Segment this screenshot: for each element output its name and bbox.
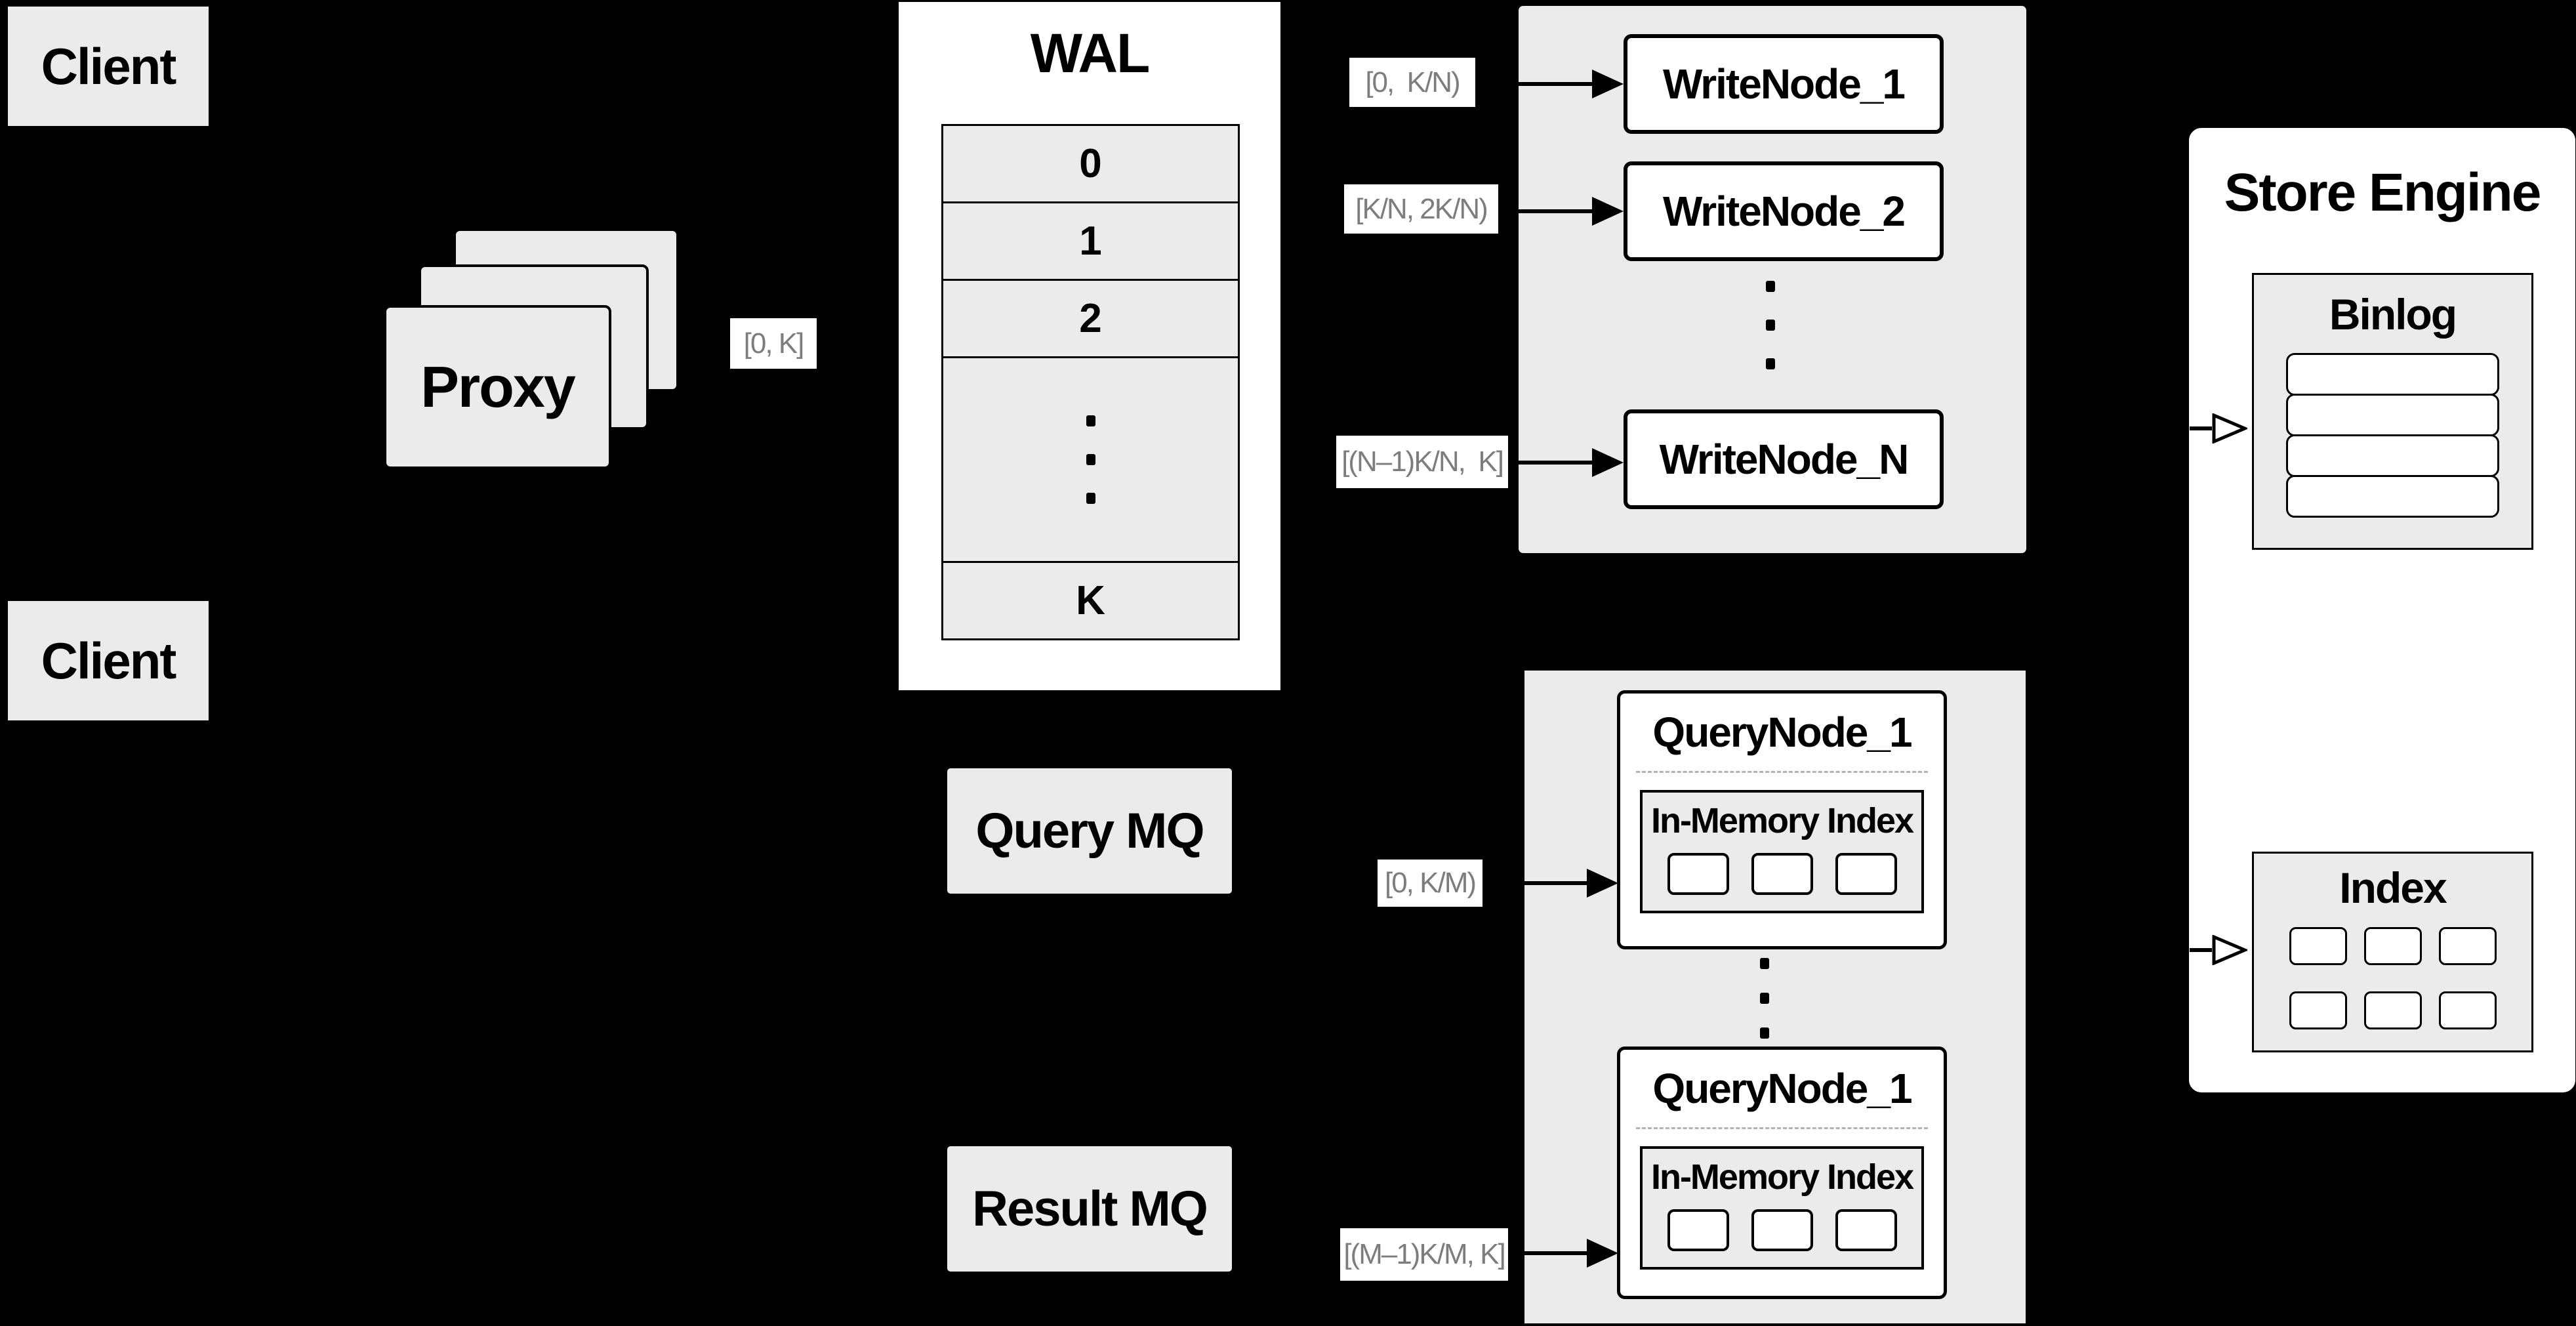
ellipsis-dots (1086, 415, 1095, 504)
binlog-title: Binlog (2329, 290, 2457, 339)
query-node-title: QueryNode_1 (1652, 709, 1912, 756)
arrow-to-query-node-m (1524, 1239, 1618, 1268)
binlog-row (2286, 475, 2499, 518)
in-memory-index-box: In-Memory Index (1640, 1146, 1924, 1270)
binlog-rows (2286, 353, 2499, 518)
index-cell (2438, 991, 2497, 1029)
query-node-1: QueryNode_1 In-Memory Index (1617, 690, 1947, 949)
in-memory-index-title: In-Memory Index (1650, 801, 1914, 840)
binlog-row (2286, 434, 2499, 477)
segment-cell (1751, 853, 1813, 895)
binlog-row (2286, 353, 2499, 396)
query-node-m: QueryNode_1 In-Memory Index (1617, 1046, 1947, 1299)
arrow-to-query-node-1 (1524, 869, 1618, 898)
range-label-writenode-1: [0, K/N) (1349, 58, 1475, 107)
wal-row: K (941, 561, 1240, 640)
index-cell (2363, 927, 2422, 965)
segment-cell (1835, 853, 1897, 895)
open-arrowhead-icon (2212, 935, 2247, 965)
wal-segment-table: 0 1 2 K (941, 124, 1240, 640)
arrow-to-binlog (2190, 413, 2247, 444)
binlog-box: Binlog (2252, 273, 2533, 550)
index-title: Index (2339, 863, 2447, 912)
write-node-2: WriteNode_2 (1624, 161, 1944, 261)
range-label-querynode-1: [0, K/M) (1378, 860, 1482, 907)
wal-box: WAL 0 1 2 K (899, 2, 1280, 690)
index-cell (2289, 991, 2347, 1029)
write-node-n: WriteNode_N (1624, 409, 1944, 509)
in-memory-index-title: In-Memory Index (1650, 1157, 1914, 1197)
ellipsis-dots (1766, 281, 1775, 369)
wal-row: 2 (941, 279, 1240, 358)
segment-cell (1751, 1209, 1813, 1251)
index-cell (2289, 927, 2347, 965)
wal-row: 1 (941, 201, 1240, 281)
arrow-to-write-node-1 (1517, 70, 1624, 98)
range-label-writenode-n: [(N–1)K/N, K] (1336, 436, 1508, 488)
ellipsis-dots (1760, 958, 1769, 1039)
store-engine-box: Store Engine Binlog Index (2187, 126, 2576, 1094)
client-box-top: Client (6, 5, 211, 128)
query-node-title: QueryNode_1 (1652, 1065, 1912, 1112)
range-label-writenode-2: [K/N, 2K/N) (1344, 184, 1498, 234)
segment-cell (1667, 853, 1729, 895)
index-box: Index (2252, 852, 2533, 1052)
write-node-panel: WriteNode_1 WriteNode_2 WriteNode_N (1517, 4, 2028, 555)
proxy-box: Proxy (384, 305, 611, 469)
result-mq-box: Result MQ (945, 1144, 1234, 1274)
range-label-querynode-m: [(M–1)K/M, K] (1340, 1228, 1508, 1281)
arrow-to-write-node-n (1517, 448, 1624, 477)
client-box-bottom: Client (6, 599, 211, 722)
segment-cell (1835, 1209, 1897, 1251)
wal-row: 0 (941, 124, 1240, 203)
in-memory-index-box: In-Memory Index (1640, 790, 1924, 913)
arrow-to-index (2190, 935, 2247, 965)
dashed-divider (1636, 771, 1928, 773)
write-node-1: WriteNode_1 (1624, 34, 1944, 134)
range-label-proxy-out: [0, K] (730, 318, 817, 369)
store-engine-title: Store Engine (2224, 163, 2542, 222)
dashed-divider (1636, 1127, 1928, 1129)
query-node-panel: QueryNode_1 In-Memory Index QueryNode_1 … (1523, 669, 2028, 1325)
binlog-row (2286, 394, 2499, 436)
index-cell (2363, 991, 2422, 1029)
index-cell (2438, 927, 2497, 965)
open-arrowhead-icon (2212, 413, 2247, 444)
segment-cell (1667, 1209, 1729, 1251)
index-segment-cells (1643, 853, 1921, 895)
wal-row-ellipsis (941, 356, 1240, 563)
wal-title: WAL (1030, 22, 1151, 84)
index-cells (2254, 927, 2531, 1029)
query-mq-box: Query MQ (945, 766, 1234, 896)
arrow-to-write-node-2 (1517, 197, 1624, 226)
index-segment-cells (1643, 1209, 1921, 1251)
